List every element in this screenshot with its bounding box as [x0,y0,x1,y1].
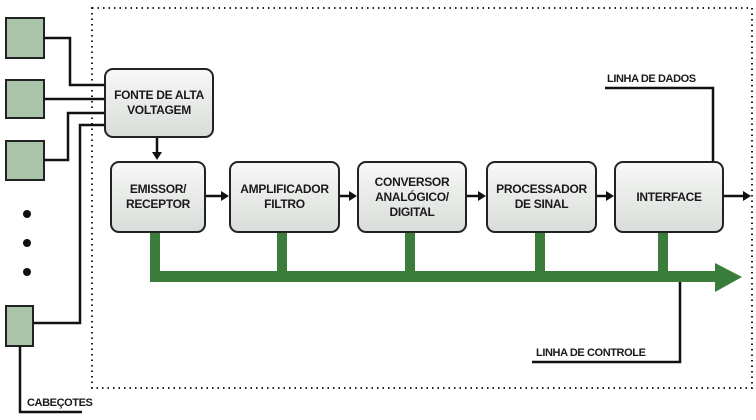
head-3 [5,140,45,181]
block-label: AMPLIFICADOR FILTRO [240,182,329,211]
block-label: EMISSOR/ RECEPTOR [125,182,191,211]
block-processador-sinal: PROCESSADOR DE SINAL [486,161,597,233]
linha-controle-label: LINHA DE CONTROLE [536,347,646,359]
bus-tap [277,232,287,277]
bus-tap [658,232,668,277]
head-n [5,305,34,347]
block-label: FONTE DE ALTA VOLTAGEM [114,88,204,117]
arrowhead [743,191,751,201]
cabecotes-leader [18,346,82,414]
control-bus [150,232,742,292]
linha-dados-label: LINHA DE DADOS [607,73,696,85]
arrowhead [349,191,357,201]
head-3-wire [44,111,106,162]
arrowhead [152,152,162,160]
arrowhead [478,191,486,201]
block-emissor-receptor: EMISSOR/ RECEPTOR [110,161,206,233]
ellipsis-dot [23,210,31,218]
block-interface: INTERFACE [614,161,724,233]
linha-controle-leader [532,282,682,364]
block-label: INTERFACE [636,189,702,204]
block-label: CONVERSOR ANALÓGICO/ DIGITAL [374,174,450,219]
head-1-wire [44,36,106,87]
bus-tap [535,232,545,277]
system-boundary [91,7,753,389]
arrowhead [221,191,229,201]
bus-arrowhead [715,263,742,292]
block-fonte-alta-voltagem: FONTE DE ALTA VOLTAGEM [104,68,214,138]
block-amplificador-filtro: AMPLIFICADOR FILTRO [229,161,340,233]
cabecotes-label: CABEÇOTES [27,397,93,409]
bus-line [150,271,718,282]
ellipsis-dot [23,268,31,276]
linha-dados-leader [605,86,715,193]
head-2 [5,79,45,119]
head-1 [5,17,45,59]
bus-tap [150,232,160,277]
arrowhead [606,191,614,201]
head-n-wire [33,123,106,325]
ellipsis-dot [23,239,31,247]
block-conversor-ad: CONVERSOR ANALÓGICO/ DIGITAL [357,161,467,233]
block-label: PROCESSADOR DE SINAL [496,182,587,211]
bus-tap [405,232,415,277]
